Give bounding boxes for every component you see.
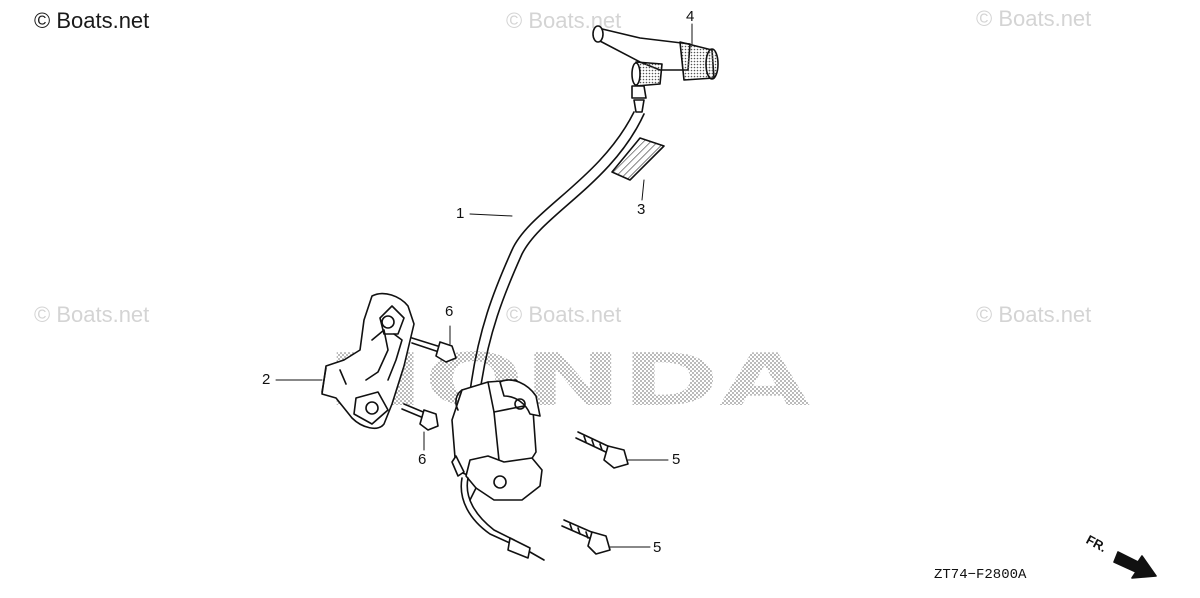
coil-bracket — [321, 292, 415, 430]
callout-6-lower: 6 — [418, 451, 427, 468]
watermark-mid-center: © Boats.net — [506, 302, 622, 327]
callout-2: 2 — [262, 371, 271, 388]
diagram-code: ZT74−F2800A — [934, 567, 1027, 583]
ignition-coil — [451, 379, 543, 501]
callout-1: 1 — [456, 205, 465, 222]
bracket-bolt-lower — [401, 403, 439, 431]
watermark-mid-left: © Boats.net — [34, 302, 150, 327]
callout-5-lower: 5 — [653, 539, 662, 556]
watermark-mid-right: © Boats.net — [976, 302, 1092, 327]
ground-wire — [460, 477, 545, 561]
leader-lines — [275, 23, 693, 548]
high-tension-cord — [469, 111, 645, 393]
watermark-top-right: © Boats.net — [976, 6, 1092, 31]
callout-5-upper: 5 — [672, 451, 681, 468]
bracket-bolt-upper — [411, 337, 457, 363]
spark-plug-cap — [592, 25, 719, 113]
watermark-main: © Boats.net — [34, 8, 150, 33]
callout-6-upper: 6 — [445, 303, 454, 320]
coil-bolt-lower — [561, 519, 611, 555]
cord-spring — [611, 137, 665, 181]
callout-4: 4 — [686, 8, 695, 25]
front-direction-arrow — [1113, 551, 1157, 579]
callout-3: 3 — [637, 201, 646, 218]
coil-bolt-upper — [575, 431, 629, 469]
